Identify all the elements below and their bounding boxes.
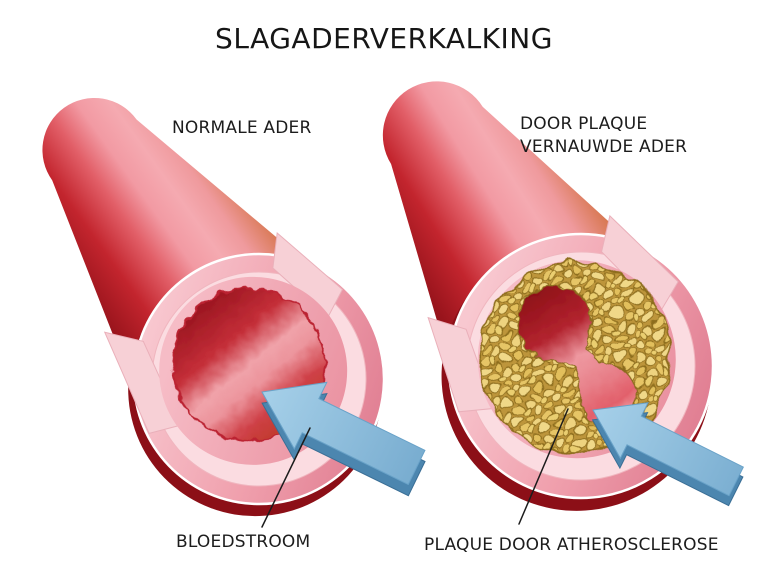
blood-flow-arrow-left-icon: [261, 381, 426, 497]
normal-artery-cut-wedge-left: [103, 331, 182, 434]
label-narrowed-artery-line2: VERNAUWDE ADER: [520, 137, 688, 157]
label-plaque-atherosclerosis: PLAQUE DOOR ATHEROSCLEROSE: [424, 535, 719, 555]
label-bloodstream: BLOEDSTROOM: [176, 532, 311, 552]
label-narrowed-artery-line1: DOOR PLAQUE: [520, 114, 648, 134]
blood-flow-arrow-left-face: [261, 381, 426, 486]
normal-artery-illustration: [42, 98, 386, 517]
narrowed-artery-cut-wedge-left: [427, 316, 495, 413]
narrowed-artery-cut-wedge-right: [601, 214, 679, 313]
leader-line-plaque: [518, 408, 569, 525]
normal-artery-cut-wedge-right: [272, 231, 344, 318]
page-title: SLAGADERVERKALKING: [215, 22, 553, 55]
leader-line-bloedstroom: [261, 427, 311, 528]
label-normal-artery: NORMALE ADER: [172, 118, 312, 138]
blood-flow-arrow-right-icon: [591, 402, 744, 507]
label-narrowed-artery: DOOR PLAQUE VERNAUWDE ADER: [520, 113, 687, 159]
blood-flow-arrow-right-face: [592, 402, 744, 497]
